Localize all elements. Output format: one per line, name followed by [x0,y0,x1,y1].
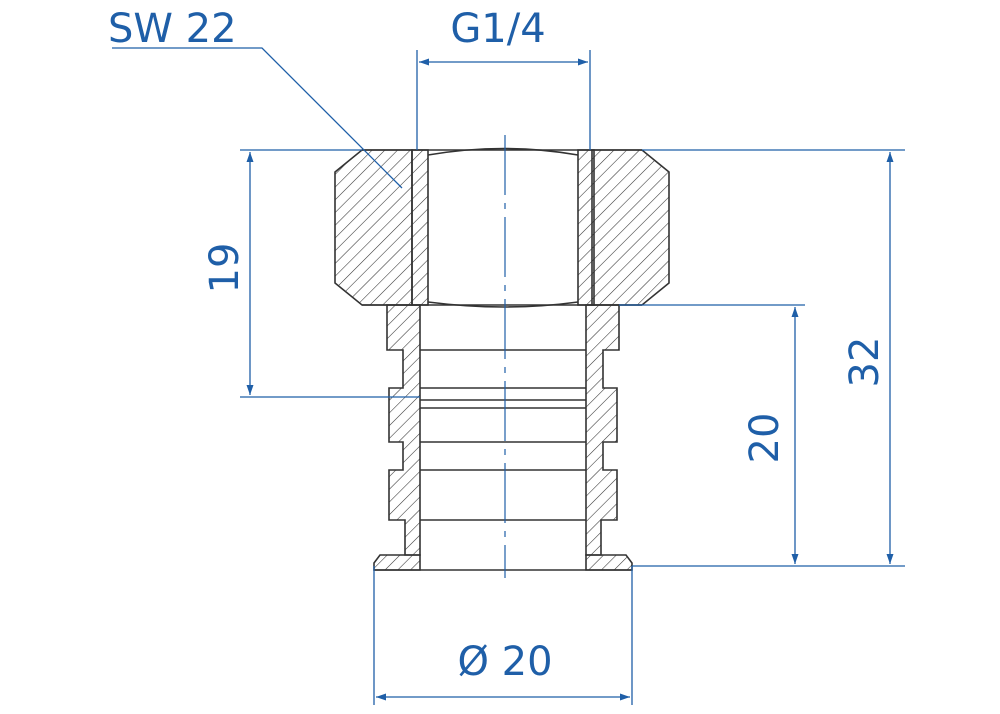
thread-band-left [411,149,429,306]
label-spigot-height: 20 [742,413,788,464]
extension-lines [240,50,905,705]
hex-wall-right [591,149,670,306]
spigot-wall-right [585,304,620,556]
label-diameter: Ø 20 [457,639,552,685]
label-thread: G1/4 [450,6,545,52]
dimension-lines [112,47,894,701]
flange-right [585,554,633,571]
part-section [334,147,670,571]
hex-wall-left [334,149,413,306]
spigot-wall-left [386,304,421,556]
leader-wrench-size [112,47,403,189]
label-hex-height: 19 [202,243,248,294]
flange-left [373,554,421,571]
thread-band-right [577,149,595,306]
label-wrench-size: SW 22 [108,6,237,52]
label-total-height: 32 [842,337,888,388]
